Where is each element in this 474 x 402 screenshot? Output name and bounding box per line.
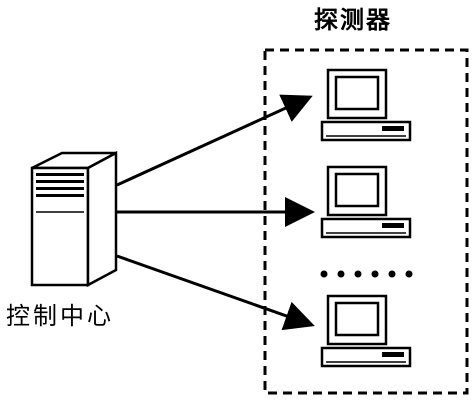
detector-group-label: 探测器 [314,6,392,34]
server-tower-icon [30,150,118,288]
arrow-to-detector-1 [116,94,313,187]
arrow-to-detector-3 [116,254,315,331]
detector-computer-icon [320,165,412,239]
detector-group-boundary [263,48,469,395]
detector-computer-icon [320,294,412,368]
detector-computer-icon [320,68,412,142]
control-center-label: 控制中心 [6,302,114,330]
more-detectors-ellipsis [320,270,413,278]
